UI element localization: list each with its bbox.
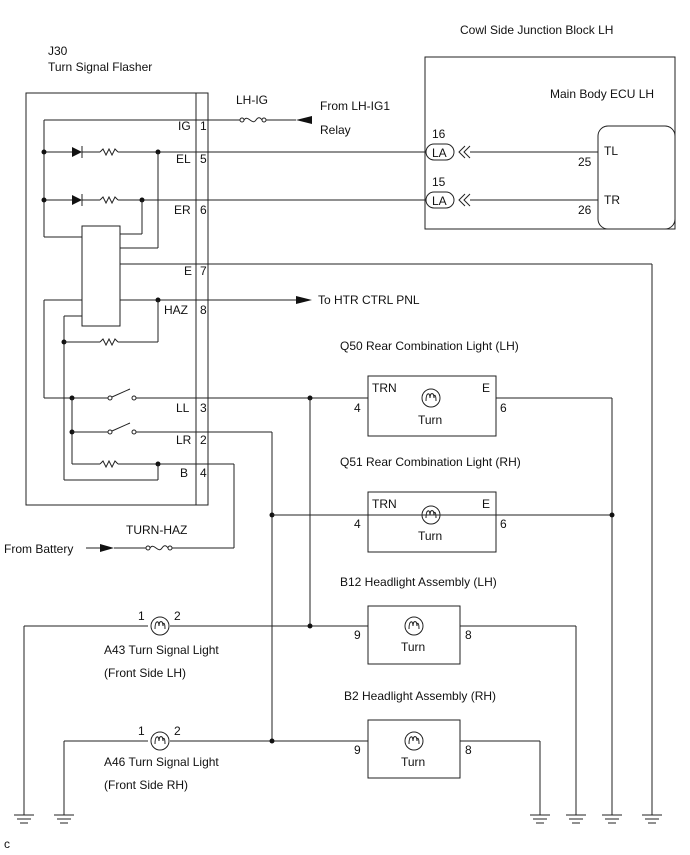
a46-line2: (Front Side RH): [104, 778, 188, 792]
b2-pin-left: 9: [354, 743, 361, 757]
flasher-code: J30: [48, 44, 68, 58]
flasher-name: Turn Signal Flasher: [48, 60, 152, 74]
pin-e-num: 7: [200, 264, 207, 278]
arrow-icon: [100, 544, 114, 552]
connector-la-15-label: LA: [432, 194, 447, 208]
ecu-pin-tr: TR: [604, 193, 620, 207]
arrow-icon: [296, 116, 312, 124]
pin-haz-num: 8: [200, 303, 207, 317]
connector-pin-16: 16: [432, 127, 446, 141]
a46-line1: A46 Turn Signal Light: [104, 755, 219, 769]
b12-pin-left: 9: [354, 628, 361, 642]
q51-e: E: [482, 497, 490, 511]
pin-haz-label: HAZ: [164, 303, 188, 317]
junction-block-title: Cowl Side Junction Block LH: [460, 23, 613, 37]
turn-haz-label: TURN-HAZ: [126, 523, 187, 537]
pin-el-label: EL: [176, 152, 191, 166]
q50-e: E: [482, 381, 490, 395]
a46-pin-1: 1: [138, 724, 145, 738]
diode-icon: [72, 147, 82, 157]
a46-bulb-icon: [150, 731, 170, 751]
pin-b-num: 4: [200, 466, 207, 480]
pin-ig-num: 1: [200, 119, 207, 133]
q51-trn: TRN: [372, 497, 397, 511]
flasher-ic: [81, 225, 121, 327]
b12-bulb-icon: [404, 616, 424, 636]
relay-label: Relay: [320, 123, 351, 137]
from-lh-ig1-label: From LH-IG1: [320, 99, 390, 113]
arrow-icon: [296, 296, 312, 304]
connector-la-15: [425, 191, 455, 209]
htr-label: To HTR CTRL PNL: [318, 293, 420, 307]
ground-icon: [565, 814, 587, 824]
connector-la-16: [425, 143, 455, 161]
b2-title: B2 Headlight Assembly (RH): [344, 689, 496, 703]
q51-title: Q51 Rear Combination Light (RH): [340, 455, 521, 469]
b12-title: B12 Headlight Assembly (LH): [340, 575, 497, 589]
ecu-box: [597, 125, 676, 230]
b2-turn: Turn: [401, 755, 425, 769]
ecu-num-25: 25: [578, 155, 592, 169]
pin-el-num: 5: [200, 152, 207, 166]
q51-pin-left: 4: [354, 517, 361, 531]
q50-pin-right: 6: [500, 401, 507, 415]
ground-icon: [53, 814, 75, 824]
q50-title: Q50 Rear Combination Light (LH): [340, 339, 519, 353]
diode-icon: [72, 195, 82, 205]
connector-pin-15: 15: [432, 175, 446, 189]
ground-icon: [641, 814, 663, 824]
a43-bulb-icon: [150, 616, 170, 636]
b12-pin-right: 8: [465, 628, 472, 642]
a43-pin-1: 1: [138, 609, 145, 623]
q50-bulb-icon: [421, 388, 441, 408]
pin-ll-num: 3: [200, 401, 207, 415]
q50-trn: TRN: [372, 381, 397, 395]
ground-icon: [13, 814, 35, 824]
a43-line2: (Front Side LH): [104, 666, 186, 680]
q51-turn: Turn: [418, 529, 442, 543]
q51-pin-right: 6: [500, 517, 507, 531]
pin-lr-num: 2: [200, 433, 207, 447]
pin-er-label: ER: [174, 203, 191, 217]
a46-pin-2: 2: [174, 724, 181, 738]
pin-er-num: 6: [200, 203, 207, 217]
pin-ll-label: LL: [176, 401, 190, 415]
pin-ig-label: IG: [178, 119, 191, 133]
lh-ig-label: LH-IG: [236, 93, 268, 107]
ground-icon: [601, 814, 623, 824]
from-battery-label: From Battery: [4, 542, 73, 556]
connector-la-16-label: LA: [432, 146, 447, 160]
lh-ig-fuse-icon: [239, 117, 267, 123]
a43-line1: A43 Turn Signal Light: [104, 643, 219, 657]
ecu-title: Main Body ECU LH: [550, 87, 654, 101]
pin-lr-label: LR: [176, 433, 192, 447]
ground-icon: [529, 814, 551, 824]
b2-bulb-icon: [404, 731, 424, 751]
b12-turn: Turn: [401, 640, 425, 654]
q50-pin-left: 4: [354, 401, 361, 415]
a43-pin-2: 2: [174, 609, 181, 623]
corner-label: c: [4, 837, 10, 851]
q50-turn: Turn: [418, 413, 442, 427]
ecu-pin-tl: TL: [604, 144, 618, 158]
turn-haz-fuse-icon: [145, 545, 173, 551]
b2-pin-right: 8: [465, 743, 472, 757]
pin-e-label: E: [184, 264, 192, 278]
pin-b-label: B: [180, 466, 188, 480]
ecu-num-26: 26: [578, 203, 592, 217]
